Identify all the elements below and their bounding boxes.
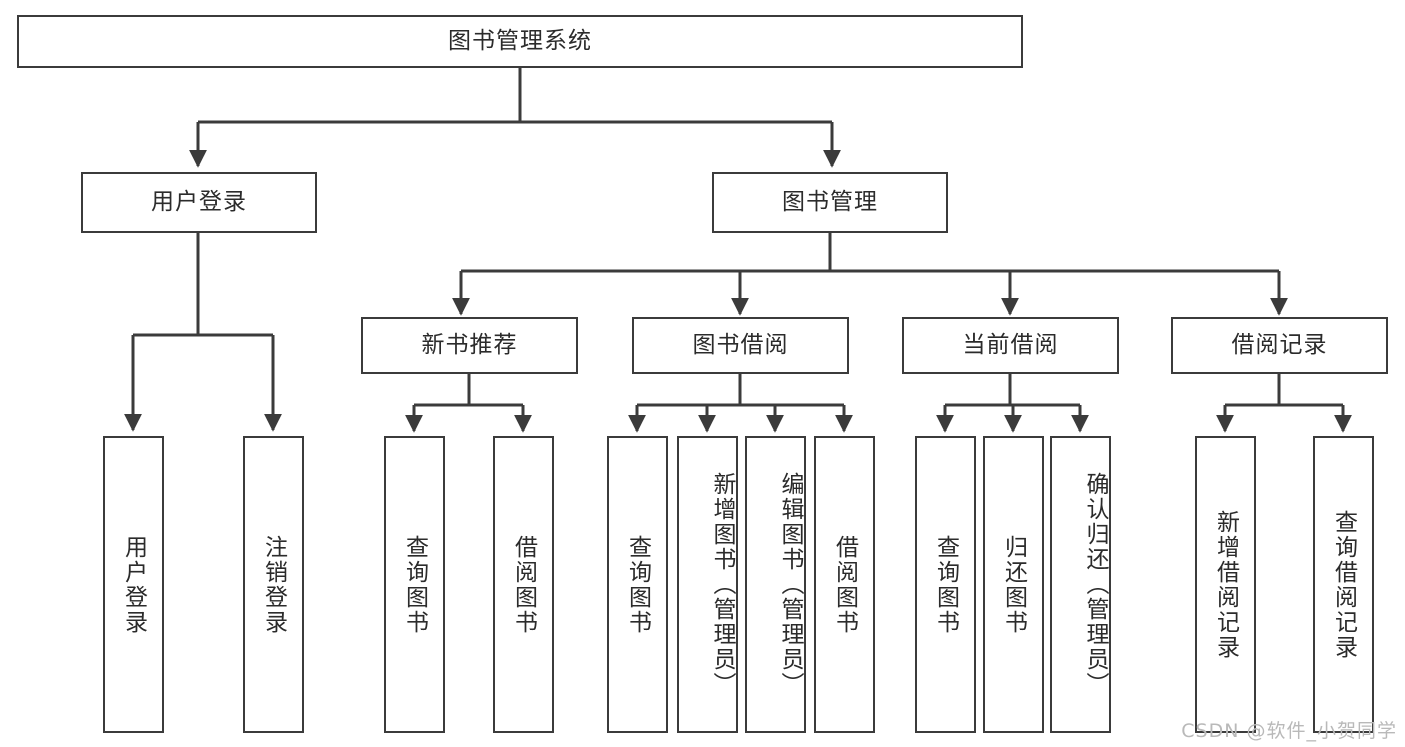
node-label: 新增图书（管理员）	[709, 472, 735, 697]
node-label: 归还图书	[1000, 534, 1027, 635]
leaf-new-book-query-book[interactable]: 查询图书	[384, 436, 445, 733]
node-label: 查询借阅记录	[1330, 509, 1357, 660]
leaf-book-borrow-edit-book-admin[interactable]: 编辑图书（管理员）	[745, 436, 806, 733]
node-label: 图书管理系统	[448, 27, 592, 54]
leaf-current-borrow-query-book[interactable]: 查询图书	[915, 436, 976, 733]
node-root-book-management-system[interactable]: 图书管理系统	[17, 15, 1023, 68]
node-label: 编辑图书（管理员）	[777, 472, 803, 697]
leaf-current-borrow-confirm-return-admin[interactable]: 确认归还（管理员）	[1050, 436, 1111, 733]
leaf-user-login-logout[interactable]: 注销登录	[243, 436, 304, 733]
node-borrow-record[interactable]: 借阅记录	[1171, 317, 1388, 374]
leaf-book-borrow-add-book-admin[interactable]: 新增图书（管理员）	[677, 436, 738, 733]
leaf-user-login-login[interactable]: 用户登录	[103, 436, 164, 733]
node-label: 用户登录	[120, 534, 147, 635]
leaf-new-book-borrow-book[interactable]: 借阅图书	[493, 436, 554, 733]
node-label: 查询图书	[401, 534, 428, 635]
leaf-borrow-record-add-record[interactable]: 新增借阅记录	[1195, 436, 1256, 733]
node-book-borrow[interactable]: 图书借阅	[632, 317, 849, 374]
node-label: 查询图书	[932, 534, 959, 635]
node-book-management[interactable]: 图书管理	[712, 172, 948, 233]
node-label: 图书管理	[782, 188, 878, 215]
node-label: 借阅图书	[831, 534, 858, 635]
leaf-book-borrow-query-book[interactable]: 查询图书	[607, 436, 668, 733]
node-current-borrow[interactable]: 当前借阅	[902, 317, 1119, 374]
node-label: 新增借阅记录	[1212, 509, 1239, 660]
node-label: 借阅图书	[510, 534, 537, 635]
leaf-current-borrow-return-book[interactable]: 归还图书	[983, 436, 1044, 733]
node-label: 查询图书	[624, 534, 651, 635]
node-new-book-recommend[interactable]: 新书推荐	[361, 317, 578, 374]
leaf-borrow-record-query-record[interactable]: 查询借阅记录	[1313, 436, 1374, 733]
node-label: 借阅记录	[1231, 331, 1328, 358]
node-label: 新书推荐	[421, 331, 518, 358]
node-label: 用户登录	[151, 188, 247, 215]
node-user-login[interactable]: 用户登录	[81, 172, 317, 233]
leaf-book-borrow-borrow-book[interactable]: 借阅图书	[814, 436, 875, 733]
node-label: 确认归还（管理员）	[1082, 472, 1108, 697]
node-label: 图书借阅	[692, 331, 789, 358]
node-label: 当前借阅	[962, 331, 1059, 358]
node-label: 注销登录	[260, 534, 287, 635]
